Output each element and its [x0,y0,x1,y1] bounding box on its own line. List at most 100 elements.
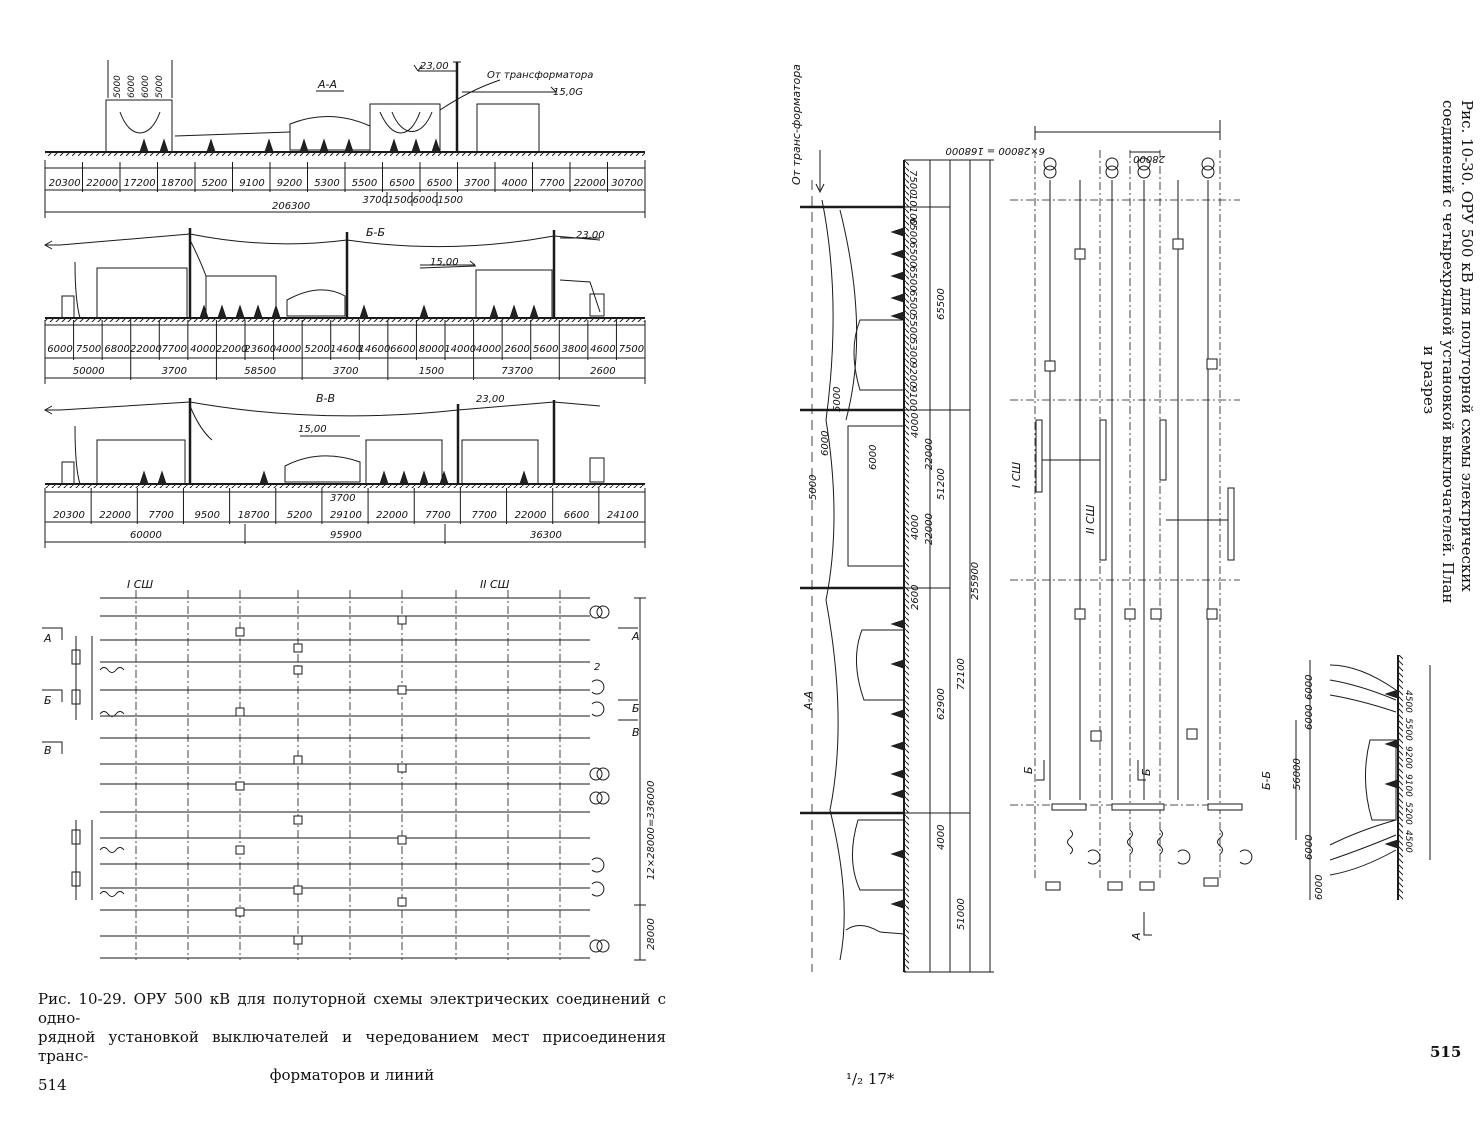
dimension-label: 4500 [1403,830,1413,853]
dimension-label: 58500 [244,366,276,377]
dimension-label: 22000 [130,344,162,355]
dimension-label: 1500 [419,366,444,377]
left-plan-dim-total: 12×28000=336000 [646,781,657,880]
dimension-label: 5600 [533,344,558,355]
dimension-label: 22000 [376,510,408,521]
left-plan-sec-v-right: В [632,726,640,739]
right-page-number: 515 [1430,1043,1462,1061]
aa-elev-mid: 15,0G [553,87,583,98]
dimension-label: 9100 [239,178,264,189]
right-plan-bottom-equipment [1045,829,1253,891]
right-section-aa-drawing [800,150,994,973]
breaker-symbol [397,685,407,695]
dimension-label: 4000 [190,344,215,355]
aa-total: 206300 [272,201,310,212]
dimension-label: 65500 [936,288,947,320]
dimension-label: 5300 [907,338,918,363]
right-plan-sec-b2: Б [1140,768,1153,776]
right-plan-sec-b: Б [1022,766,1035,774]
dimension-label: 6500 [389,178,414,189]
dimension-label: 22000 [574,178,606,189]
vv-mid: 3700 [330,493,355,504]
top-dimension-label: 6000 [141,75,151,98]
dimension-label: 5200 [287,510,312,521]
dimension-label: 7700 [162,344,187,355]
left-plan-transformers [589,605,610,953]
left-plan-sec-b: Б [44,694,52,707]
aa-elev-top: 23,00 [420,61,449,72]
dimension-label: 4000 [910,413,921,438]
breaker-symbol [235,845,245,855]
dimension-label: 6500 [907,266,918,291]
right-plan-sec-a: А [1130,932,1143,941]
dimension-label: 1500 [438,195,463,206]
top-dimension-label: 5000 [808,475,819,500]
dimension-label: 9200 [1403,746,1413,769]
right-aa-insulators [890,227,905,909]
breaker-symbol [293,885,303,895]
right-plan-bus2: II СШ [1084,504,1097,534]
top-dimension-label: 5000 [832,387,843,412]
dimension-label: 7500 [76,344,101,355]
bb-elev-mid: 15,00 [430,257,459,268]
breaker-symbol [397,835,407,845]
dimension-label: 9100 [907,386,918,411]
dimension-label: 14600 [359,344,391,355]
dimension-label: 2600 [504,344,529,355]
left-page-number: 514 [38,1076,67,1094]
dimension-label: 23600 [244,344,276,355]
breaker-symbol [235,781,245,791]
left-caption-line3: форматоров и линий [269,1066,435,1084]
top-dimension-label: 6000 [127,75,137,98]
dimension-label: 4500 [1403,690,1413,713]
breaker-symbol [1044,360,1056,372]
dimension-label: 6000 [47,344,72,355]
dimension-label: 18700 [161,178,193,189]
top-dimension-label: 5000 [155,75,165,98]
breaker-symbol [397,897,407,907]
breaker-symbol [235,907,245,917]
dimension-label: 24100 [607,510,639,521]
dimension-label: 3700 [464,178,489,189]
aa-top-dims: 5000 6000 6000 5000 [113,75,165,98]
dimension-label: 7700 [471,510,496,521]
left-caption-line2: рядной установкой выключателей и чередов… [38,1028,666,1065]
left-plan-dim-bay: 28000 [646,918,657,950]
dimension-label: 6500 [427,178,452,189]
right-plan-bay: 28000 [1133,153,1165,164]
right-plan-sec-bb: Б-Б [1260,771,1273,790]
dimension-label: 6000 [868,445,879,470]
dimension-label: 36300 [530,530,562,541]
dimension-label: 72100 [956,658,967,690]
dimension-label: 10100 [907,194,918,226]
breaker-symbol [1206,608,1218,620]
left-plan-sec-a: А [43,632,52,645]
left-plan-sec-v: В [44,744,52,757]
dimension-label: 14600 [330,344,362,355]
dimension-label: 9100 [1403,774,1413,797]
right-caption: Рис. 10-30. ОРУ 500 кВ для полуторной сх… [1416,100,1476,660]
dimension-label: 17200 [124,178,156,189]
breaker-symbol [1074,248,1086,260]
dimension-label: 7700 [539,178,564,189]
right-aa-from-1: От транс-форматора [790,64,803,185]
breaker-symbol [293,815,303,825]
dimension-label: 7500 [907,170,918,195]
dimension-label: 6000 [1304,675,1315,700]
dimension-label: 2600 [910,585,921,610]
dimension-label: 20300 [49,178,81,189]
dimension-label: 6800 [104,344,129,355]
top-dimension-label: 5000 [113,75,123,98]
dimension-label: 3700 [162,366,187,377]
dimension-label: 4000 [936,825,947,850]
aa-from-transformer: От трансформатора [487,70,593,81]
